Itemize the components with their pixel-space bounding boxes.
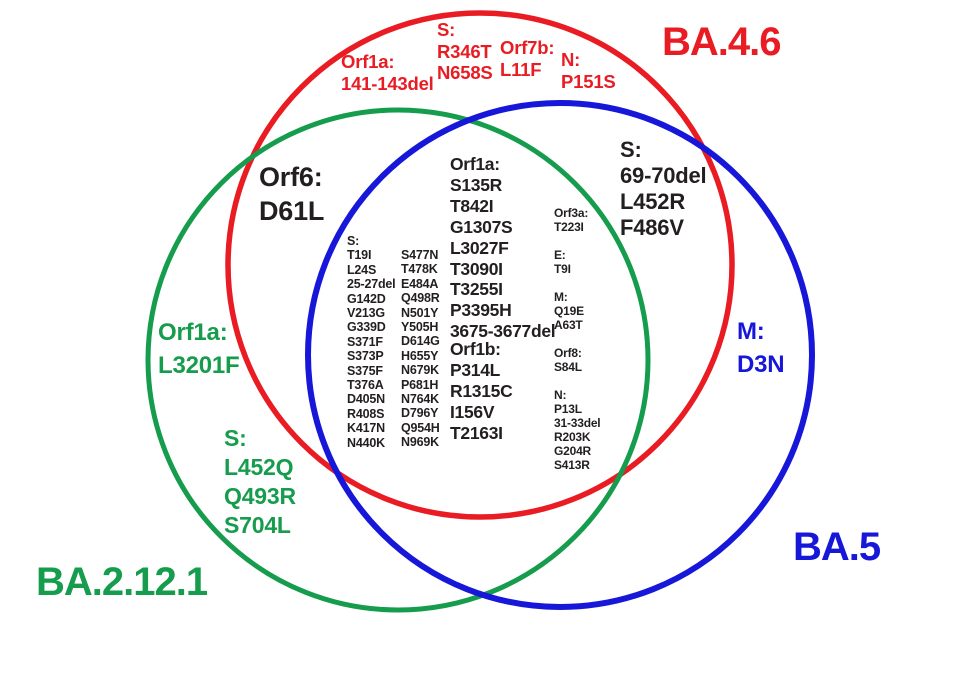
ba46-orf1a-mutations: Orf1a: 141-143del	[341, 51, 434, 94]
ba46-s-mutations: S: R346T N658S	[437, 19, 493, 83]
shared-s-mutations-col1: S: T19I L24S 25-27del G142D V213G G339D …	[347, 234, 396, 450]
shared-orf1b-mutations: Orf1b: P314L R1315C I156V T2163I	[450, 339, 513, 443]
ba46-ba2121-orf6-mutations: Orf6: D61L	[259, 162, 325, 226]
ba2121-orf1a-mutations: Orf1a: L3201F	[158, 319, 240, 379]
ba46-orf7b-mutations: Orf7b: L11F	[500, 37, 555, 80]
ba5-m-mutations: M: D3N	[737, 318, 785, 378]
set-title-ba5: BA.5	[793, 525, 881, 569]
ba46-ba5-s-mutations: S: 69-70del L452R F486V	[620, 137, 707, 240]
ba46-circle	[225, 10, 735, 520]
shared-orf1a-mutations: Orf1a: S135R T842I G1307S L3027F T3090I …	[450, 154, 556, 342]
ba46-n-mutations: N: P151S	[561, 49, 616, 92]
ba2121-circle	[145, 107, 651, 613]
shared-other-gene-mutations: Orf3a: T223I E: T9I M: Q19E A63T Orf8: S…	[554, 206, 601, 472]
ba5-circle	[305, 100, 815, 610]
set-title-ba46: BA.4.6	[662, 20, 781, 64]
set-title-ba2121: BA.2.12.1	[36, 560, 208, 604]
ba2121-s-mutations: S: L452Q Q493R S704L	[224, 425, 296, 538]
shared-s-mutations-col2: S477N T478K E484A Q498R N501Y Y505H D614…	[401, 248, 440, 450]
